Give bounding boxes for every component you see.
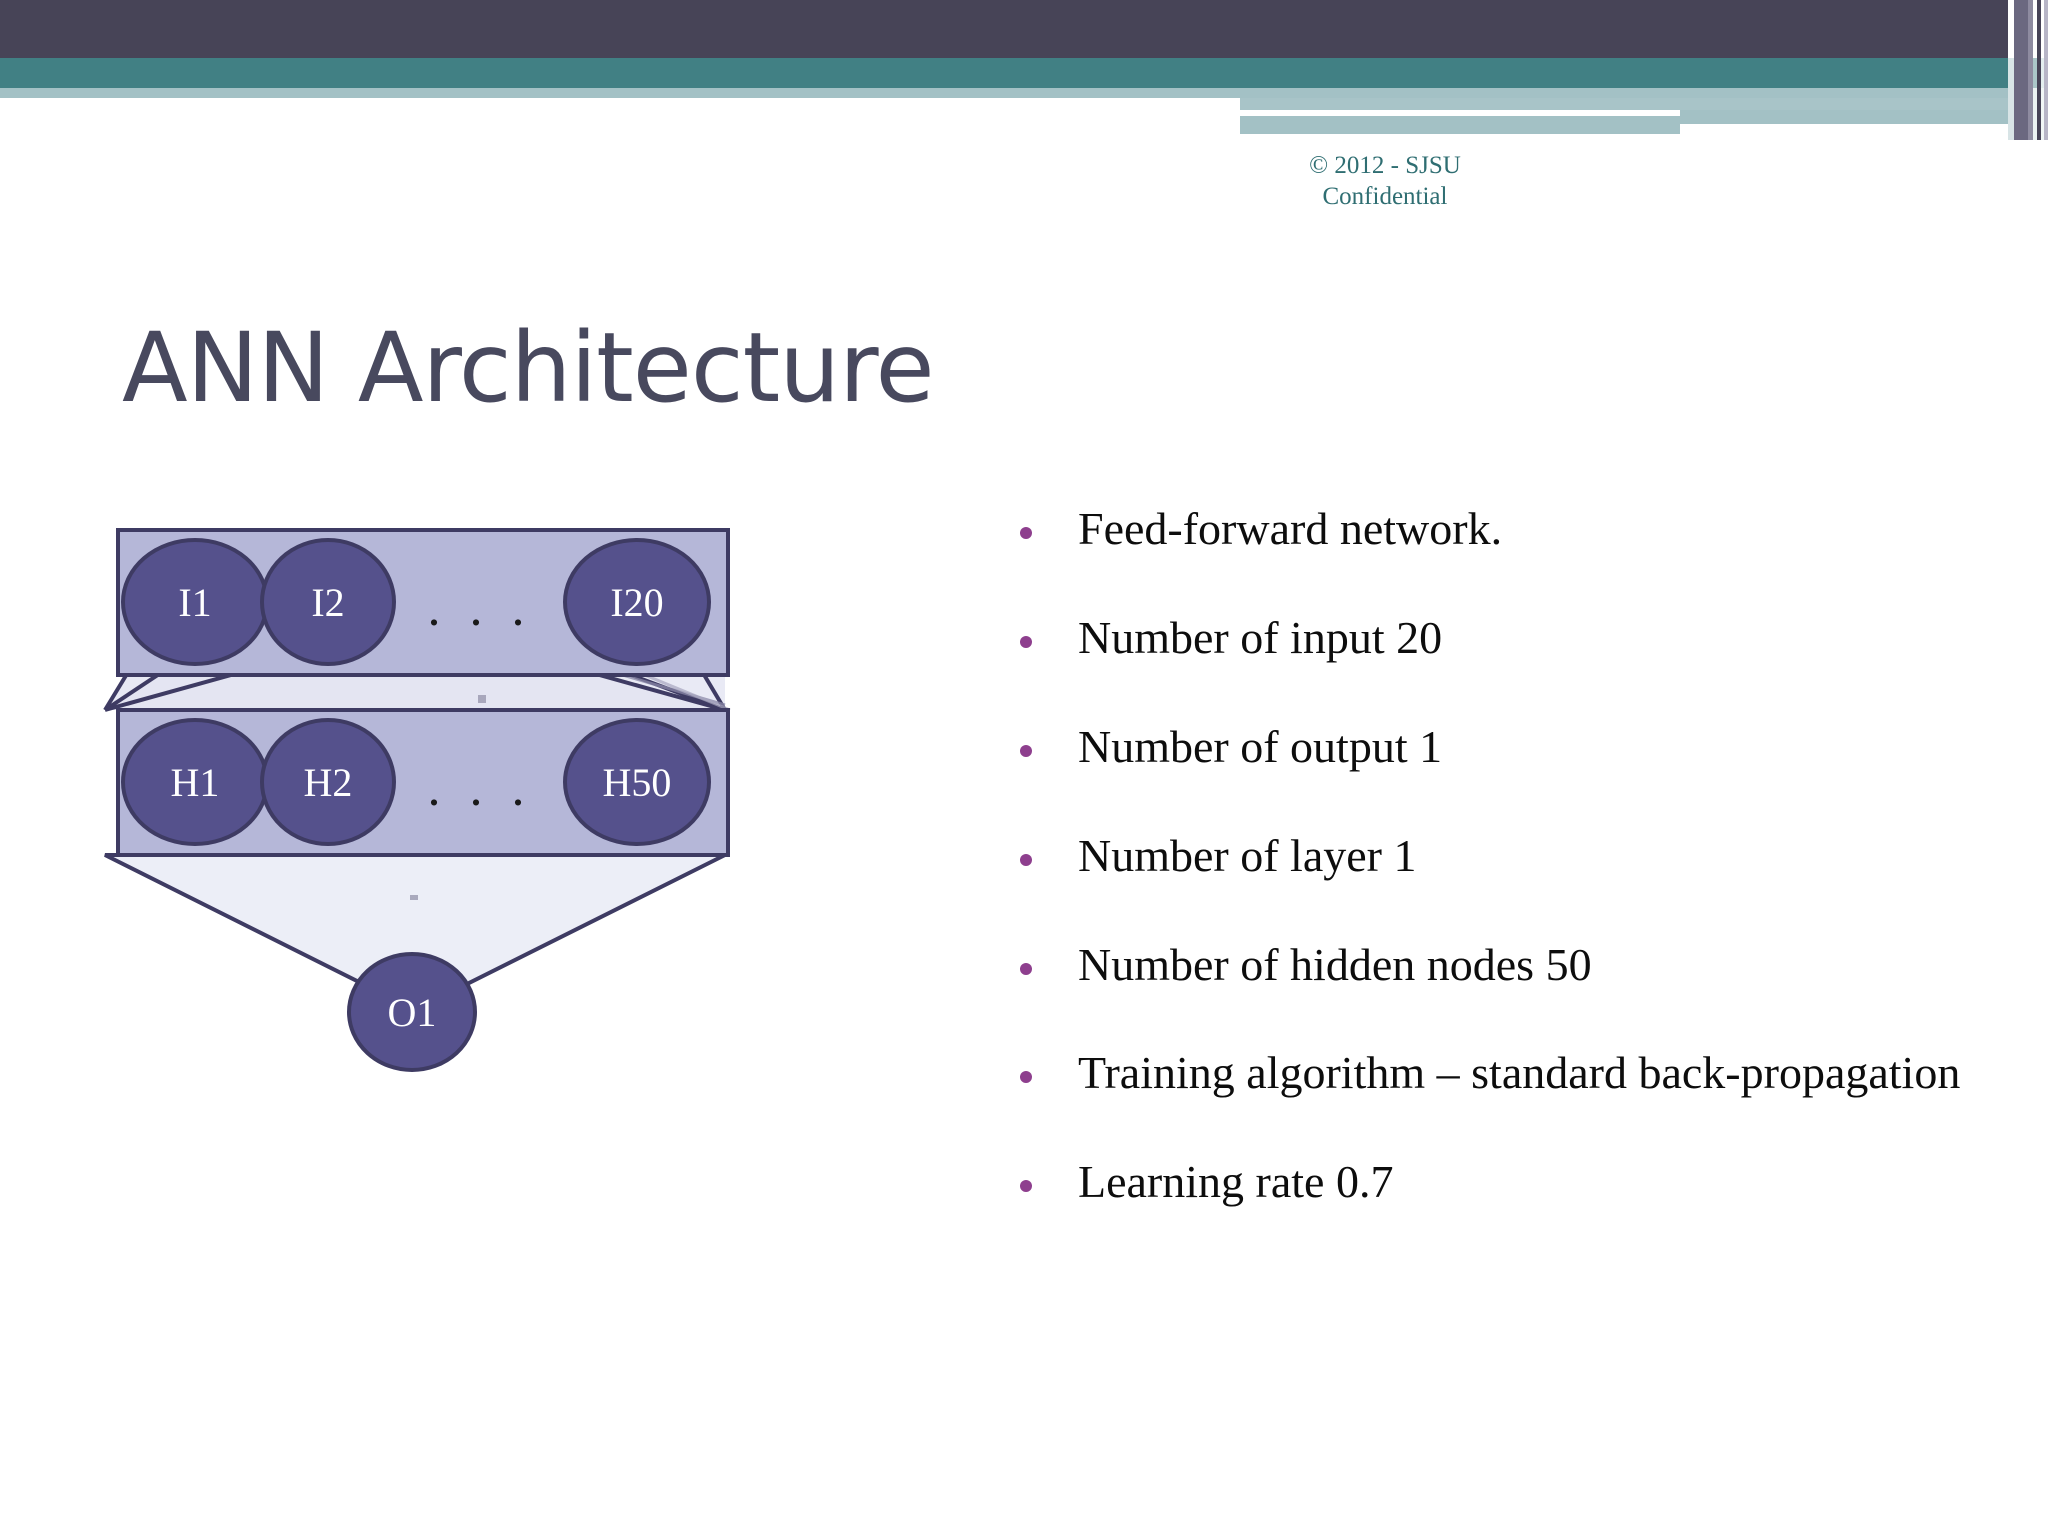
output-layer-group: O1: [347, 952, 477, 1072]
header-vstripe-5: [2037, 0, 2041, 140]
copyright-line-1: © 2012 - SJSU: [1309, 152, 1461, 179]
header-band-light-5: [1680, 110, 2008, 116]
bullet-marker-icon: [1020, 527, 1032, 539]
bullet-item-4: Number of hidden nodes 50: [1020, 936, 2020, 995]
connection-midpoint-marker: [478, 695, 486, 703]
bullet-marker-icon: [1020, 853, 1032, 866]
bullet-item-3: Number of layer 1: [1020, 827, 2020, 886]
bullet-item-6: Learning rate 0.7: [1020, 1153, 2020, 1212]
header-band-teal: [0, 58, 2008, 88]
bullet-text: Number of hidden nodes 50: [1078, 938, 1592, 990]
bullet-text: Feed-forward network.: [1078, 503, 1503, 554]
node-H50: [563, 718, 711, 846]
header-band-white-step: [1680, 124, 2048, 140]
header-vstripe-2: [2014, 0, 2028, 140]
page-title: ANN Architecture: [122, 312, 935, 424]
bullet-item-0: Feed-forward network.: [1020, 500, 2020, 559]
bullet-marker-icon: [1020, 744, 1032, 757]
bullet-item-5: Training algorithm – standard back-propa…: [1020, 1044, 2020, 1103]
header-vstripe-1: [2008, 0, 2014, 140]
node-label-I2: I2: [311, 580, 344, 625]
bullet-text: Number of layer 1: [1078, 829, 1417, 881]
output-midpoint-marker: [410, 895, 418, 900]
bullet-marker-icon: [1020, 635, 1032, 648]
copyright-line-2: Confidential: [1322, 183, 1448, 211]
bullet-text: Number of input 20: [1078, 611, 1443, 663]
header-vstripe-4: [2033, 0, 2037, 140]
header-vstripe-3: [2028, 0, 2033, 140]
bullet-text: Training algorithm – standard back-propa…: [1078, 1047, 1961, 1099]
bullet-item-2: Number of output 1: [1020, 718, 2020, 777]
bullet-marker-icon: [1020, 1071, 1032, 1084]
ellipsis-hidden: . . .: [428, 760, 533, 817]
node-label-O1: O1: [388, 990, 437, 1035]
node-label-H1: H1: [171, 760, 220, 805]
header-band-dark: [0, 0, 2008, 58]
node-label-I1: I1: [178, 580, 211, 625]
bullet-text: Number of output 1: [1078, 720, 1443, 772]
bullet-item-1: Number of input 20: [1020, 609, 2020, 668]
hidden-layer-group: H1 H2 . . . H50: [116, 708, 730, 857]
header-band-white-gap: [1240, 110, 1680, 116]
node-I20: [563, 538, 711, 666]
header-vstripe-6: [2041, 0, 2044, 140]
node-label-I20: I20: [610, 580, 663, 625]
copyright-notice: © 2012 - SJSU Confidential: [1255, 150, 1515, 213]
bullet-list: Feed-forward network. Number of input 20…: [1020, 500, 2020, 1262]
bullet-text: Learning rate 0.7: [1078, 1156, 1394, 1208]
ellipsis-input: . . .: [428, 580, 533, 637]
node-label-H50: H50: [603, 760, 672, 805]
header-band-light-2: [1240, 88, 2008, 98]
ann-architecture-diagram: I1 I2 . . . I20 H1 H2 . . . H50 O1: [100, 510, 960, 1410]
header-decorative-banner: [0, 0, 2048, 140]
input-layer-group: I1 I2 . . . I20: [116, 528, 730, 677]
bullet-marker-icon: [1020, 962, 1032, 975]
node-H2: [260, 718, 396, 846]
bullet-marker-icon: [1020, 1180, 1032, 1193]
header-band-light-3: [1240, 98, 2008, 110]
node-I2: [260, 538, 396, 666]
header-band-light-1: [0, 88, 1240, 98]
node-label-H2: H2: [304, 760, 353, 805]
node-O1: [347, 952, 477, 1072]
header-vstripe-7: [2044, 0, 2048, 140]
